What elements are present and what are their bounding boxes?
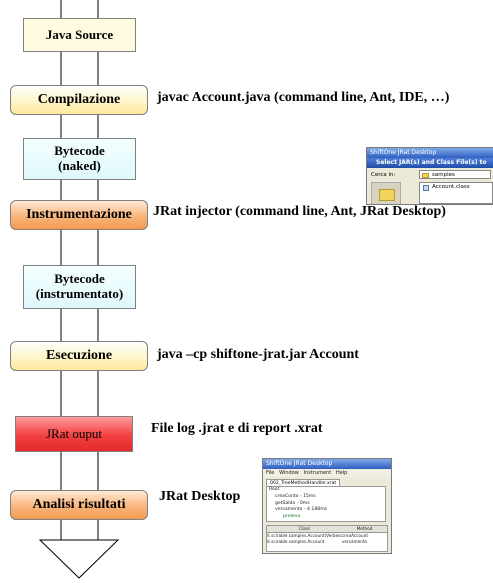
- desktop-table: Class Method it.scirable.samples.Account…: [266, 525, 388, 552]
- folder-icon: [379, 189, 395, 201]
- injector-look-in-select[interactable]: samples: [419, 170, 491, 179]
- desktop-tab[interactable]: 002_TreeMethodHandler.xrat: [266, 479, 341, 487]
- tree-item[interactable]: getSaldo - 0ms: [275, 500, 310, 506]
- class-file-icon: [423, 185, 429, 191]
- step-bytecode-naked-label-2: (naked): [58, 158, 101, 173]
- desktop-call-tree: Root creaConto - 15ms getSaldo - 0ms ver…: [266, 486, 386, 522]
- tree-item[interactable]: versamento - 4.188ms: [275, 507, 328, 513]
- table-row[interactable]: it.scirable.samples.Account(Verbesche) c…: [267, 533, 387, 539]
- step-compilazione: Compilazione: [10, 85, 148, 115]
- desktop-menubar: File Window Instrument Help: [263, 469, 391, 477]
- step-analisi-risultati: Analisi risultati: [10, 490, 148, 520]
- injector-file-list: Account.class: [419, 182, 493, 204]
- desc-compilazione: javac Account.java (command line, Ant, I…: [157, 90, 450, 105]
- injector-window-title: ShiftOne JRat Desktop: [367, 148, 493, 158]
- table-header-method[interactable]: Method: [356, 526, 373, 531]
- flow-arrowhead: [38, 539, 120, 579]
- injector-look-in-label: Cerca in:: [371, 172, 396, 178]
- step-bytecode-naked-label-1: Bytecode: [54, 143, 105, 159]
- step-bytecode-instrumentato: Bytecode (instrumentato): [23, 265, 136, 309]
- menu-file[interactable]: File: [266, 470, 275, 476]
- step-compilazione-label: Compilazione: [37, 91, 121, 107]
- step-instrumentazione-label: Instrumentazione: [26, 206, 132, 222]
- step-analisi-risultati-label: Analisi risultati: [32, 496, 126, 512]
- menu-window[interactable]: Window: [279, 470, 299, 476]
- table-cell: creaAccount: [342, 533, 368, 538]
- step-esecuzione: Esecuzione: [10, 341, 148, 371]
- table-cell: it.scirable.samples.Account: [267, 539, 325, 544]
- folder-icon: [422, 173, 429, 178]
- desc-output: File log .jrat e di report .xrat: [151, 421, 323, 436]
- menu-instrument[interactable]: Instrument: [303, 470, 332, 476]
- desktop-screenshot: ShiftOne JRat Desktop File Window Instru…: [262, 458, 392, 554]
- table-header-class[interactable]: Class: [298, 526, 311, 531]
- desktop-window-title: ShiftOne JRat Desktop: [263, 459, 391, 469]
- desc-instrumentazione: JRat injector (command line, Ant, JRat D…: [153, 204, 446, 219]
- tree-item[interactable]: preleva: [283, 514, 301, 520]
- step-esecuzione-label: Esecuzione: [45, 347, 113, 363]
- step-instrumentazione: Instrumentazione: [10, 200, 148, 230]
- desc-esecuzione: java –cp shiftone-jrat.jar Account: [157, 347, 359, 362]
- injector-screenshot: ShiftOne JRat Desktop Select JAR(s) and …: [366, 147, 493, 205]
- injector-sidebar: [371, 182, 401, 204]
- step-bytecode-instrumentato-label-1: Bytecode: [54, 271, 105, 287]
- step-bytecode-instrumentato-label-2: (instrumentato): [35, 286, 124, 301]
- table-cell: it.scirable.samples.Account(Verbesche): [267, 533, 342, 538]
- injector-look-in-value: samples: [432, 172, 455, 178]
- injector-file-item[interactable]: Account.class: [432, 184, 470, 190]
- table-row[interactable]: it.scirable.samples.Account versamento: [267, 539, 387, 545]
- step-java-source: Java Source: [23, 18, 136, 52]
- step-bytecode-naked: Bytecode (naked): [23, 138, 136, 180]
- step-java-source-label: Java Source: [45, 26, 114, 42]
- step-jrat-output: JRat ouput: [15, 416, 133, 452]
- tree-item[interactable]: Root: [269, 487, 280, 492]
- menu-help[interactable]: Help: [335, 470, 348, 476]
- desc-analisi: JRat Desktop: [159, 489, 241, 504]
- table-header: Class Method: [267, 526, 387, 533]
- table-cell: versamento: [342, 539, 368, 544]
- injector-dialog-title: Select JAR(s) and Class File(s) to: [367, 158, 493, 168]
- tree-item[interactable]: creaConto - 15ms: [275, 493, 316, 499]
- step-jrat-output-label: JRat ouput: [46, 425, 102, 441]
